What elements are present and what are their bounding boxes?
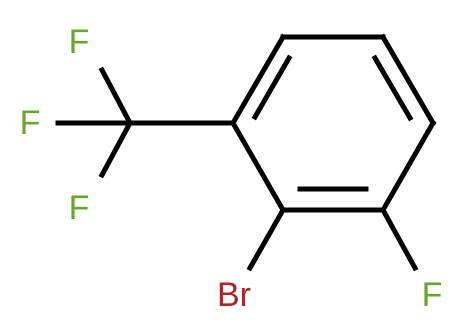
atom-label-f4: F: [422, 276, 443, 314]
bond-cf3-f1: [98, 66, 134, 127]
atom-label-br: Br: [217, 276, 251, 314]
bond-c2-c3: [379, 33, 437, 127]
bond-inner-c1-c6: [251, 54, 293, 121]
atom-labels: F F F Br F: [20, 23, 443, 314]
bond-c6-c1: [229, 33, 287, 127]
atom-label-f3: F: [69, 189, 90, 227]
bond-cf3-f3: [98, 119, 134, 179]
bond-c3-c4: [379, 119, 437, 214]
atom-label-f1: F: [69, 23, 90, 61]
atom-label-f2: F: [20, 104, 41, 142]
bonds: [55, 33, 437, 272]
bond-ring-f: [379, 206, 419, 272]
bond-c5-c6: [229, 119, 287, 214]
bond-ring-br: [246, 206, 287, 272]
bond-inner-c2-c3: [371, 54, 414, 122]
